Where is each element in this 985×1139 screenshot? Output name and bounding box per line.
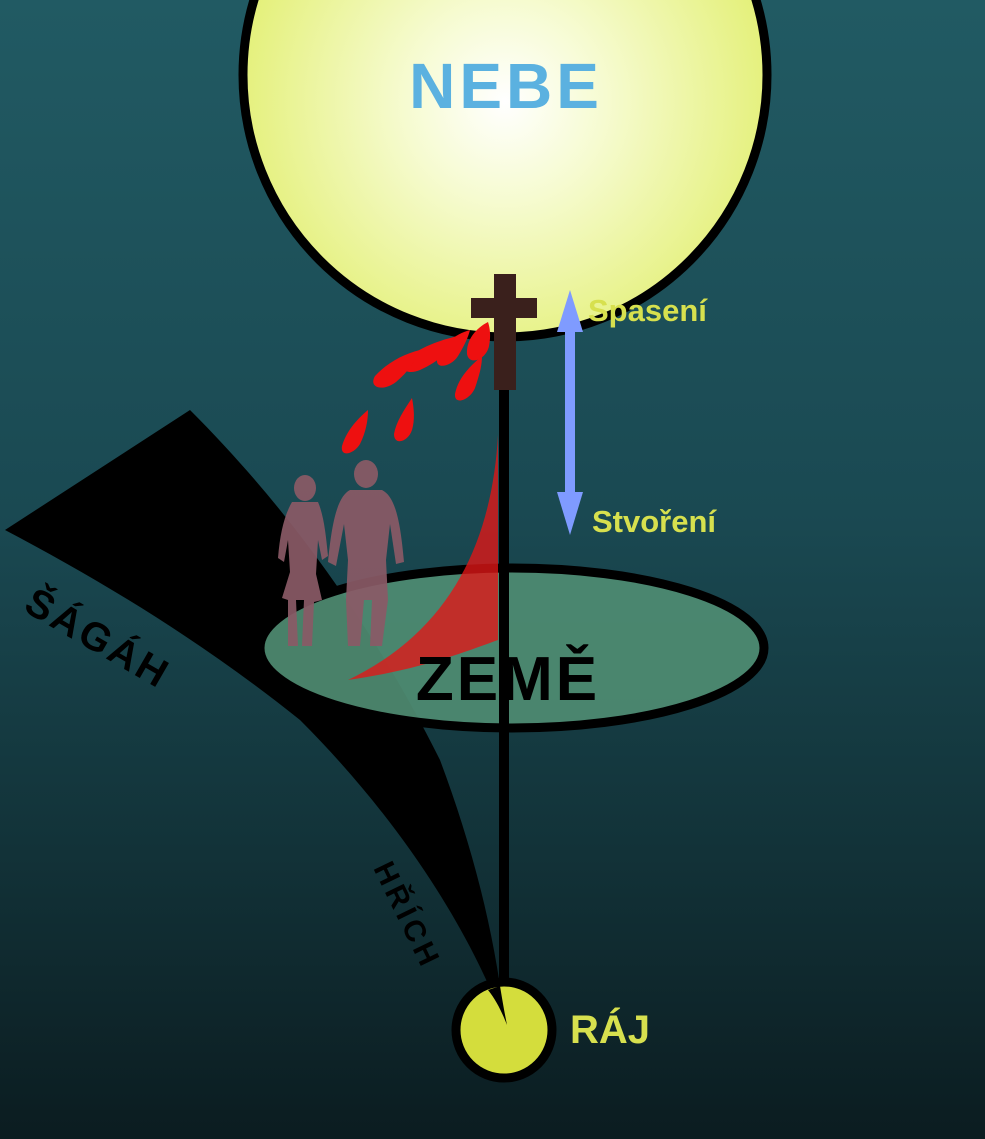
- double-arrow-icon: [557, 290, 583, 535]
- earth-label: ZEMĚ: [416, 645, 600, 714]
- paradise-circle: [451, 977, 557, 1083]
- sheol-wedge-tip: [488, 986, 507, 1025]
- heaven-label: NEBE: [409, 50, 603, 122]
- human-couple-icon: [278, 460, 404, 646]
- paradise-label: RÁJ: [570, 1007, 650, 1052]
- blood-drops-icon: [341, 322, 491, 454]
- cross-icon: [471, 274, 537, 390]
- salvation-label: Spasení: [588, 293, 708, 328]
- blood-cone: [348, 435, 498, 680]
- creation-label: Stvoření: [592, 504, 717, 539]
- sheol-wedge: [5, 410, 505, 1025]
